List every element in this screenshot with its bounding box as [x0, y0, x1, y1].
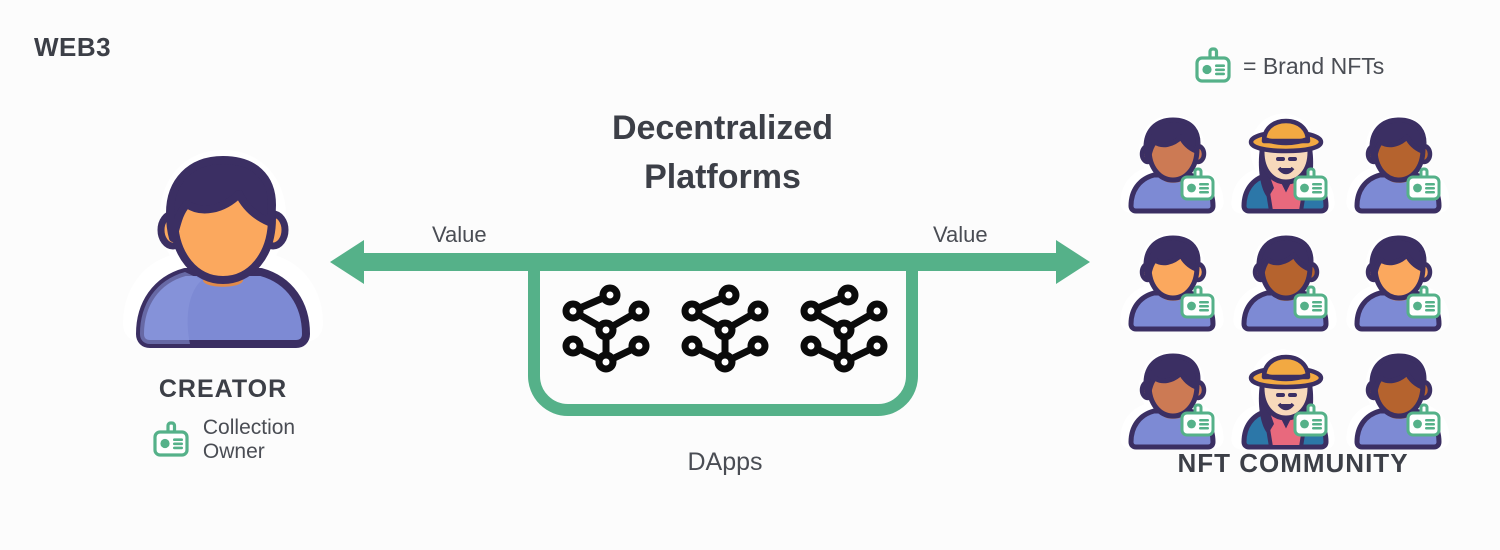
creator-subtitle-line1: Collection — [202, 416, 296, 439]
dapps-label: DApps — [687, 448, 763, 476]
id-badge-icon — [1193, 46, 1233, 86]
network-node-icon — [679, 284, 771, 374]
value-label-left: Value — [432, 222, 487, 247]
community-member — [1346, 114, 1461, 224]
center-title-line2: Platforms — [644, 158, 801, 197]
value-label-right: Value — [933, 222, 988, 247]
nft-community-grid — [1120, 113, 1463, 460]
creator-title: CREATOR — [158, 375, 288, 403]
id-badge-icon — [151, 420, 191, 460]
community-member — [1231, 349, 1348, 460]
legend: = Brand NFTs — [1193, 46, 1384, 86]
community-member — [1346, 232, 1461, 342]
network-node-icon — [560, 284, 652, 374]
creator-avatar-icon — [123, 150, 323, 365]
center-title-line1: Decentralized — [611, 109, 834, 147]
community-member — [1231, 113, 1348, 224]
network-node-icon — [798, 284, 890, 374]
center-title: Decentralized Platforms — [460, 104, 985, 203]
creator-subtitle-row: Collection Owner — [88, 416, 358, 464]
community-member — [1120, 232, 1235, 342]
creator-block: CREATOR Collection Owner — [88, 150, 358, 464]
community-member — [1346, 350, 1461, 460]
creator-subtitle: Collection Owner — [203, 416, 295, 464]
community-member — [1120, 350, 1235, 460]
legend-label: = Brand NFTs — [1243, 52, 1385, 79]
community-member — [1120, 114, 1235, 224]
double-headed-arrow-icon — [330, 238, 1090, 286]
nft-community-title: NFT COMMUNITY — [1177, 448, 1409, 478]
u-bracket-icon — [528, 258, 918, 418]
community-member — [1233, 232, 1348, 342]
dapps-nodes-row — [560, 284, 890, 374]
creator-subtitle-line2: Owner — [202, 440, 265, 464]
page-title: WEB3 — [34, 32, 112, 62]
